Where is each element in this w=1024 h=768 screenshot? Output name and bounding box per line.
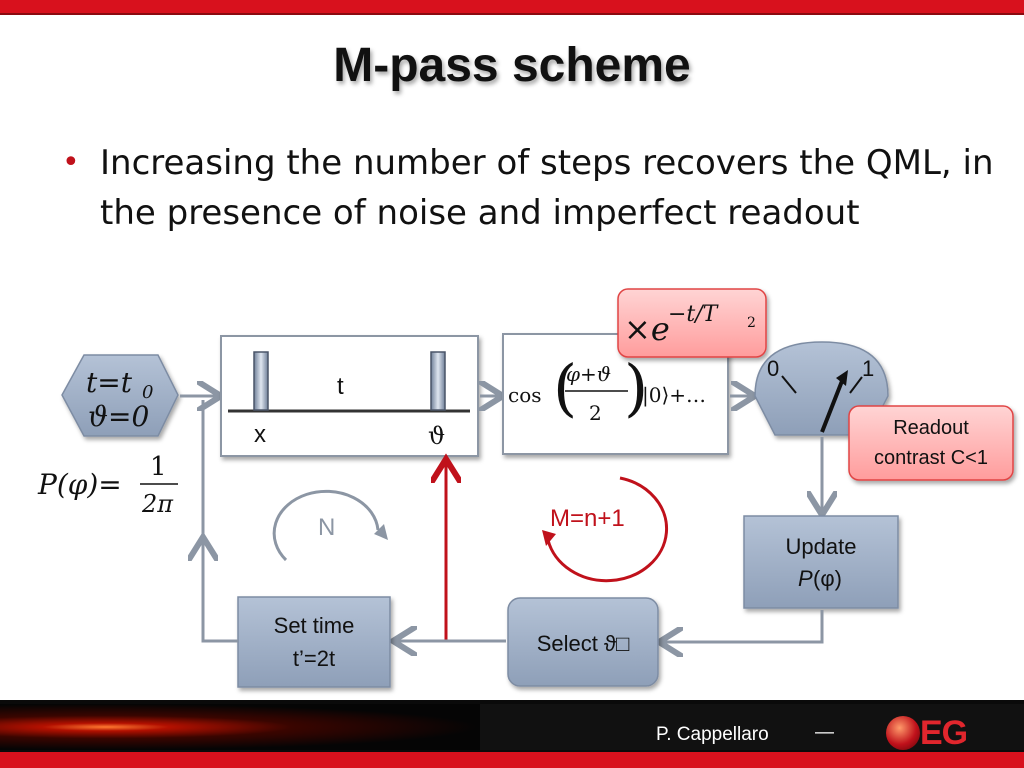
meter-one-label: 1 [862, 356, 874, 381]
decay-factor-box: ×e −t/T 2 [617, 288, 767, 358]
readout-contrast-box: Readout contrast C<1 [848, 405, 1014, 481]
settime-line2: t’=2t [293, 646, 335, 671]
update-line1: Update [786, 534, 857, 559]
bullet-text: Increasing the number of steps recovers … [100, 143, 994, 233]
loop-m-label: M=n+1 [550, 505, 625, 532]
init-time-label: t=t [86, 366, 133, 399]
init-time-subscript: 0 [142, 382, 153, 403]
state-paren-right: ) [624, 351, 648, 424]
state-cos: cos [508, 383, 542, 407]
decay-exponent-subscript: 2 [747, 315, 756, 331]
footer-dash: — [815, 722, 834, 743]
footer-dark-panel [480, 704, 1024, 750]
arrow-update-to-select [662, 610, 824, 642]
footer-glow-image [0, 704, 480, 750]
bullet-dot-icon: • [62, 145, 80, 180]
footer-logo: EG [920, 714, 968, 752]
init-hexagon: t=t 0 ϑ=0 [61, 354, 179, 437]
decay-exponent: −t/T [668, 302, 720, 327]
prior-numerator: 1 [150, 452, 167, 482]
state-paren-left: ( [553, 351, 577, 424]
arrow-settime-return [201, 400, 238, 643]
loop-n-icon: N [272, 489, 388, 562]
slide-title: M-pass scheme [333, 39, 691, 92]
settime-line1: Set time [274, 613, 355, 638]
update-phi: (φ) [813, 566, 842, 591]
update-p: P [798, 566, 813, 591]
theta-pulse-label: ϑ [428, 422, 445, 450]
free-evolution-label: t [337, 373, 344, 400]
readout-line1: Readout [893, 417, 969, 439]
set-time-box: Set time t’=2t [237, 596, 391, 688]
logo-ball-icon [886, 716, 920, 750]
prior-lhs: P(φ)= [37, 468, 122, 501]
top-dark-line [0, 13, 1024, 15]
loop-n-label: N [318, 514, 335, 541]
top-red-bar [0, 0, 1024, 13]
state-numerator: φ+ϑ [566, 362, 611, 386]
prior-denominator: 2π [141, 490, 174, 518]
loop-m-icon: M=n+1 [542, 476, 669, 583]
x-pulse-label: x [254, 421, 266, 448]
arrow-select-to-theta-pulse [446, 462, 506, 643]
state-ket: |0⟩+… [642, 383, 706, 408]
pulse-theta [430, 351, 446, 411]
bottom-red-bar [0, 752, 1024, 768]
init-theta-label: ϑ=0 [88, 400, 149, 433]
state-denominator: 2 [589, 401, 602, 425]
decay-base: ×e [624, 310, 670, 348]
meter-zero-label: 0 [767, 356, 779, 381]
footer-author: P. Cappellaro [656, 724, 769, 745]
update-box: Update P (φ) [743, 515, 899, 609]
select-theta-box: Select ϑ□ [507, 597, 659, 687]
pulse-sequence-box: t x ϑ [220, 335, 479, 457]
select-label: Select ϑ□ [537, 631, 630, 656]
pulse-x [253, 351, 269, 411]
readout-line2: contrast C<1 [874, 447, 988, 469]
prior-formula: P(φ)= 1 2π [37, 452, 178, 518]
scheme-diagram: t=t 0 ϑ=0 P(φ)= 1 2π t x ϑ cos ( φ+ϑ 2 )… [37, 288, 1014, 688]
